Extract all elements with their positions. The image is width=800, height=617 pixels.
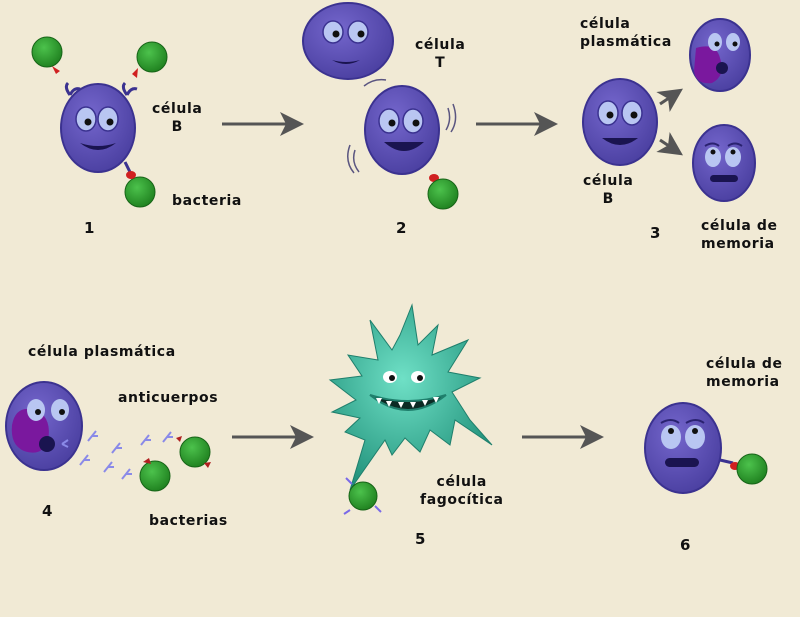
label-line: célula xyxy=(580,16,631,32)
arrows xyxy=(222,88,683,449)
memory-cell-3 xyxy=(692,124,756,202)
step-6-group xyxy=(644,402,768,494)
label-bacteria-1: bacteria xyxy=(172,193,242,209)
label-plasma-cell-3: célula plasmática xyxy=(580,15,672,51)
bacteria-1a xyxy=(31,36,63,68)
label-bacteria-4: bacterias xyxy=(149,513,228,529)
label-b-cell-3: célula B xyxy=(583,172,633,208)
b-cell-2 xyxy=(364,85,440,175)
arrow-3-to-memory xyxy=(656,132,683,156)
b-cell-1 xyxy=(60,83,136,173)
label-line: célula xyxy=(152,101,203,117)
bacteria-4a xyxy=(139,460,171,492)
bacteria-4b xyxy=(179,436,211,468)
label-line: célula xyxy=(436,474,487,490)
label-line: célula xyxy=(583,173,634,189)
label-line: B xyxy=(602,191,614,207)
bacteria-5 xyxy=(348,481,378,511)
step-1-b-cell-group xyxy=(31,36,168,208)
t-cell xyxy=(302,2,394,80)
label-phagocytic-cell: célula fagocítica xyxy=(420,473,504,509)
bacteria-6 xyxy=(736,453,768,485)
step-2-group xyxy=(302,2,459,210)
label-memory-cell-6: célula de memoria xyxy=(706,355,783,391)
step-4-group xyxy=(5,381,211,492)
label-line: célula xyxy=(415,37,466,53)
antibodies xyxy=(61,430,173,480)
arrow-3-to-plasma xyxy=(656,88,683,112)
step-number-6: 6 xyxy=(680,536,691,554)
step-3-group xyxy=(582,18,756,202)
label-line: T xyxy=(435,55,446,71)
step-number-3: 3 xyxy=(650,224,661,242)
label-memory-cell-3: célula de memoria xyxy=(701,217,778,253)
label-b-cell-1: célula B xyxy=(152,100,202,136)
bacteria-2 xyxy=(427,178,459,210)
label-line: célula de xyxy=(706,356,783,372)
label-line: memoria xyxy=(701,236,775,252)
memory-cell-6 xyxy=(644,402,722,494)
step-number-2: 2 xyxy=(396,219,407,237)
label-line: célula de xyxy=(701,218,778,234)
label-line: B xyxy=(171,119,183,135)
b-cell-3 xyxy=(582,78,658,166)
label-antibodies: anticuerpos xyxy=(118,390,219,406)
bacteria-1c xyxy=(124,176,156,208)
bacteria-1b xyxy=(136,41,168,73)
label-line: fagocítica xyxy=(420,492,504,508)
label-plasma-cell-4: célula plasmática xyxy=(28,344,176,360)
step-number-4: 4 xyxy=(42,502,53,520)
label-line: memoria xyxy=(706,374,780,390)
phagocytic-cell xyxy=(328,303,493,491)
step-5-group xyxy=(328,303,493,515)
label-line: plasmática xyxy=(580,34,672,50)
step-number-5: 5 xyxy=(415,530,426,548)
label-t-cell: célula T xyxy=(415,36,465,72)
step-number-1: 1 xyxy=(84,219,95,237)
